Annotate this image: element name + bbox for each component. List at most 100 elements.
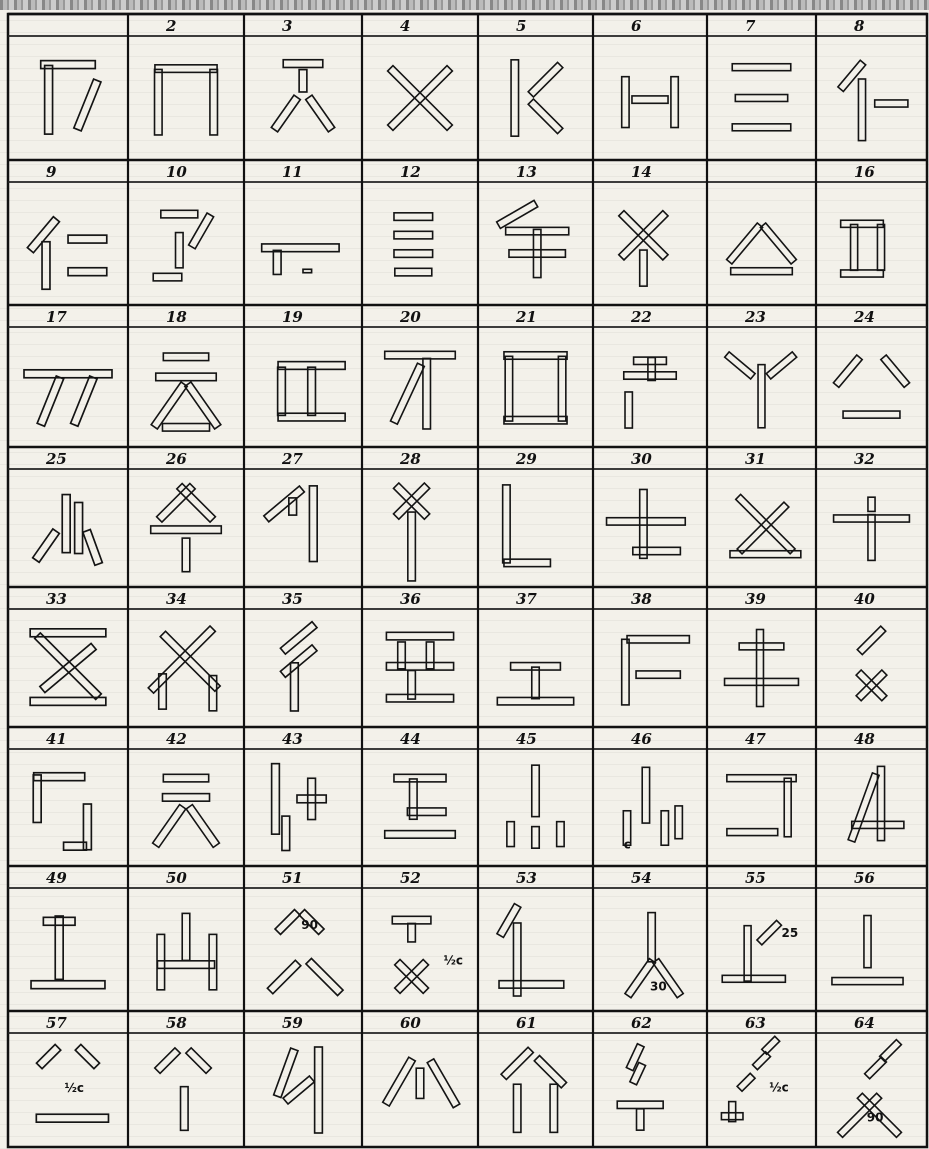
figure-cell: 61 bbox=[501, 1014, 566, 1132]
block-bar bbox=[622, 639, 629, 705]
block-bar bbox=[511, 663, 561, 670]
block-bar bbox=[407, 808, 446, 816]
block-bar bbox=[501, 1047, 533, 1079]
block-bar bbox=[509, 250, 565, 257]
block-bar bbox=[732, 124, 791, 131]
block-bar bbox=[648, 358, 655, 381]
figure-cell: 4 bbox=[388, 17, 453, 130]
block-bar bbox=[394, 231, 433, 239]
block-bar bbox=[875, 100, 908, 107]
cell-number: 55 bbox=[745, 869, 766, 887]
cell-annotation: 30 bbox=[650, 980, 667, 994]
block-bar bbox=[640, 250, 647, 286]
cell-number: 43 bbox=[282, 730, 303, 748]
cell-number: 14 bbox=[631, 163, 652, 181]
block-bar bbox=[729, 1102, 736, 1122]
cell-number: 38 bbox=[631, 590, 652, 608]
block-bar bbox=[153, 805, 186, 848]
cell-number: 25 bbox=[45, 450, 67, 468]
figure-cell: 40 bbox=[854, 590, 887, 701]
block-bar bbox=[162, 794, 209, 802]
cell-number: 31 bbox=[745, 450, 766, 468]
block-bar bbox=[497, 904, 521, 938]
block-bar bbox=[383, 1057, 416, 1106]
cell-number: 16 bbox=[854, 163, 875, 181]
block-bar bbox=[27, 217, 59, 253]
figure-cell: 3 bbox=[271, 17, 334, 132]
block-bar bbox=[737, 1073, 755, 1091]
cell-number: 7 bbox=[745, 17, 756, 35]
figure-cell: 5 bbox=[511, 17, 563, 136]
block-bar bbox=[722, 975, 785, 982]
cell-number: 24 bbox=[853, 308, 875, 326]
figure-cell: 5525 bbox=[722, 869, 798, 982]
cell-number: 30 bbox=[631, 450, 652, 468]
block-bar bbox=[273, 250, 281, 274]
block-bar bbox=[151, 526, 222, 534]
block-bar bbox=[511, 60, 518, 136]
block-bar bbox=[155, 1048, 181, 1074]
cell-number: 23 bbox=[744, 308, 766, 326]
block-bar bbox=[306, 95, 335, 132]
figure-cell: 38 bbox=[622, 590, 690, 705]
cell-number: 42 bbox=[166, 730, 187, 748]
block-bar bbox=[744, 926, 751, 981]
block-bar bbox=[151, 382, 187, 429]
cell-annotation: ½c bbox=[65, 1081, 85, 1095]
block-bar bbox=[507, 822, 514, 847]
block-bar bbox=[648, 913, 655, 962]
block-bar bbox=[762, 1036, 780, 1054]
figure-cell: 37 bbox=[497, 590, 573, 705]
block-bar bbox=[721, 1113, 743, 1120]
figure-cell: 32 bbox=[834, 450, 910, 560]
figure-cell: 63½c bbox=[721, 1014, 788, 1122]
block-bar bbox=[737, 502, 789, 554]
block-bar bbox=[856, 670, 887, 701]
figure-cell: 56 bbox=[832, 869, 903, 985]
block-bar bbox=[834, 515, 910, 522]
figure-cell: 59 bbox=[274, 1014, 323, 1133]
figure-cell: 11 bbox=[262, 163, 339, 274]
block-bar bbox=[388, 66, 453, 131]
cell-number: 9 bbox=[46, 163, 57, 181]
block-bar bbox=[881, 355, 910, 387]
cell-number: 64 bbox=[854, 1014, 875, 1032]
figure-cell: 49 bbox=[31, 869, 105, 989]
block-bar bbox=[278, 367, 286, 415]
cell-annotation: 90 bbox=[867, 1111, 884, 1125]
block-bar bbox=[622, 77, 629, 128]
cell-number: 20 bbox=[399, 308, 421, 326]
figure-cell: 31 bbox=[730, 450, 801, 558]
block-bar bbox=[739, 643, 784, 650]
block-bar bbox=[282, 816, 290, 850]
block-bar bbox=[388, 66, 453, 131]
block-bar bbox=[40, 643, 96, 692]
block-bar bbox=[393, 483, 429, 519]
block-bar bbox=[395, 959, 429, 993]
block-bar bbox=[757, 920, 782, 945]
block-bar bbox=[499, 981, 564, 988]
block-bar bbox=[210, 69, 218, 135]
block-bar bbox=[297, 795, 326, 803]
block-bar bbox=[41, 61, 96, 69]
block-bar bbox=[408, 923, 416, 941]
figure-cell: 30 bbox=[607, 450, 686, 558]
figure-cell: 23 bbox=[725, 308, 797, 428]
block-bar bbox=[155, 65, 217, 73]
block-bar bbox=[725, 678, 799, 685]
block-bar bbox=[398, 642, 406, 669]
figure-cell: 7 bbox=[732, 17, 791, 131]
cell-number: 35 bbox=[282, 590, 303, 608]
figure-cell: 19 bbox=[278, 308, 346, 421]
block-bar bbox=[153, 273, 182, 281]
block-bar bbox=[626, 1044, 644, 1071]
block-bar bbox=[619, 211, 668, 260]
cell-number: 44 bbox=[400, 730, 421, 748]
cell-number: 63 bbox=[745, 1014, 766, 1032]
block-bar bbox=[848, 773, 879, 842]
cell-number: 54 bbox=[631, 869, 652, 887]
block-bar bbox=[630, 1062, 646, 1084]
block-bar bbox=[75, 1044, 99, 1068]
block-bar bbox=[833, 355, 862, 387]
figure-cell bbox=[41, 61, 101, 134]
